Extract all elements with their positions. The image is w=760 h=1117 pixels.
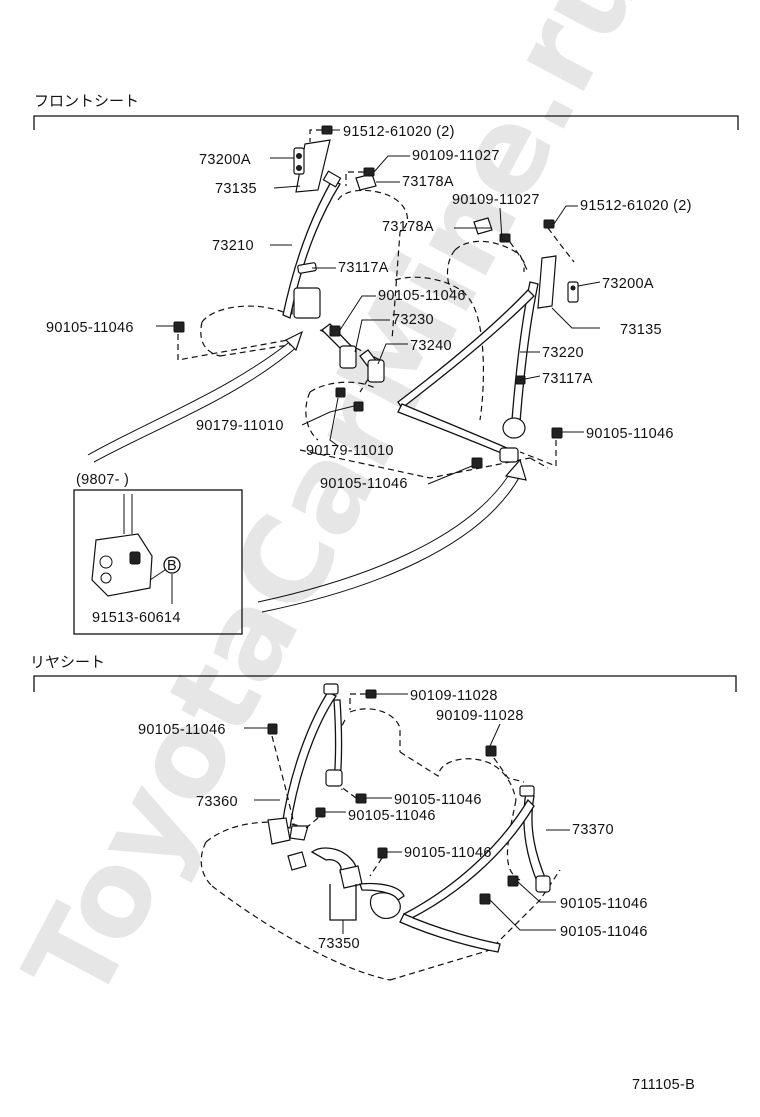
label-90105-11046-rear-right1: 90105-11046 [560, 896, 648, 912]
front-bolts [173, 125, 563, 469]
label-90179-11010-a: 90179-11010 [196, 418, 284, 434]
front-leader-lines [156, 129, 601, 485]
rear-seat-outline [200, 708, 561, 981]
front-right-seat-outline [299, 240, 549, 479]
inset-title: (9807- ) [76, 472, 129, 488]
label-90105-11046-rear-mid1: 90105-11046 [394, 792, 482, 808]
label-73220: 73220 [542, 345, 584, 361]
label-90105-11046-bottom: 90105-11046 [320, 476, 408, 492]
label-90105-11046-rear-mid2: 90105-11046 [348, 808, 436, 824]
label-91512-61020-top: 91512-61020 (2) [343, 124, 455, 140]
label-90109-11028-a: 90109-11028 [410, 688, 498, 704]
rear-section-title: リヤシート [30, 654, 105, 671]
front-part-labels: 91512-61020 (2) 90109-11027 73200A 73178… [46, 124, 692, 492]
label-90105-11046-rear-top: 90105-11046 [138, 722, 226, 738]
label-90109-11028-b: 90109-11028 [436, 708, 524, 724]
label-90179-11010-b: 90179-11010 [306, 443, 394, 459]
label-73200a-right: 73200A [602, 276, 654, 292]
figure-id: 711105-B [632, 1077, 695, 1093]
label-73135-right: 73135 [620, 322, 662, 338]
marker-b: B [167, 558, 177, 574]
label-73117a-right: 73117A [542, 371, 593, 387]
front-left-belt-73210 [282, 170, 342, 319]
label-90105-11046-left: 90105-11046 [46, 320, 134, 336]
label-73178a-top: 73178A [402, 174, 454, 190]
rear-part-labels: 90109-11028 90109-11028 90105-11046 7336… [138, 688, 648, 952]
watermark: ToyotaCarMine.ru [0, 0, 671, 1023]
label-90105-11046-rear-mid3: 90105-11046 [404, 845, 492, 861]
rear-section-bracket [33, 675, 737, 692]
inset-frame [73, 489, 243, 635]
front-right-belt-73220 [397, 281, 539, 463]
label-73210: 73210 [212, 238, 254, 254]
label-73360: 73360 [196, 794, 238, 810]
front-right-anchor-plate [537, 255, 579, 309]
inset-pointer-arrows [87, 330, 527, 613]
cover-73178a-mid [473, 217, 493, 235]
label-73200a-left: 73200A [199, 152, 251, 168]
front-section-title: フロントシート [34, 93, 139, 110]
front-left-anchor-plate [293, 139, 331, 193]
label-90105-11046-center: 90105-11046 [378, 288, 466, 304]
front-section-bracket [33, 115, 739, 130]
rear-leader-lines [244, 693, 570, 934]
label-73370: 73370 [572, 822, 614, 838]
rear-right-belt-73370 [399, 785, 551, 953]
label-91512-61020-right: 91512-61020 (2) [580, 198, 692, 214]
label-90109-11027-top: 90109-11027 [412, 148, 500, 164]
rear-left-belt-73360 [267, 683, 343, 845]
inset-part-91513-60614: 91513-60614 [92, 610, 181, 626]
marker-b-circle [163, 556, 181, 574]
label-73178a-mid: 73178A [382, 219, 434, 235]
buckle-73240 [359, 349, 385, 383]
label-90105-11046-rear-right2: 90105-11046 [560, 924, 648, 940]
label-90109-11027-mid: 90109-11027 [452, 192, 540, 208]
retractor-unit [91, 533, 153, 597]
inset-panel: (9807- ) B 91513-60614 [73, 472, 243, 635]
label-73240: 73240 [410, 338, 452, 354]
label-73117a-left: 73117A [338, 260, 389, 276]
label-73230: 73230 [392, 312, 434, 328]
label-73350: 73350 [318, 936, 360, 952]
label-90105-11046-right: 90105-11046 [586, 426, 674, 442]
rear-buckle-73350 [287, 847, 405, 919]
label-73135-left: 73135 [215, 181, 257, 197]
